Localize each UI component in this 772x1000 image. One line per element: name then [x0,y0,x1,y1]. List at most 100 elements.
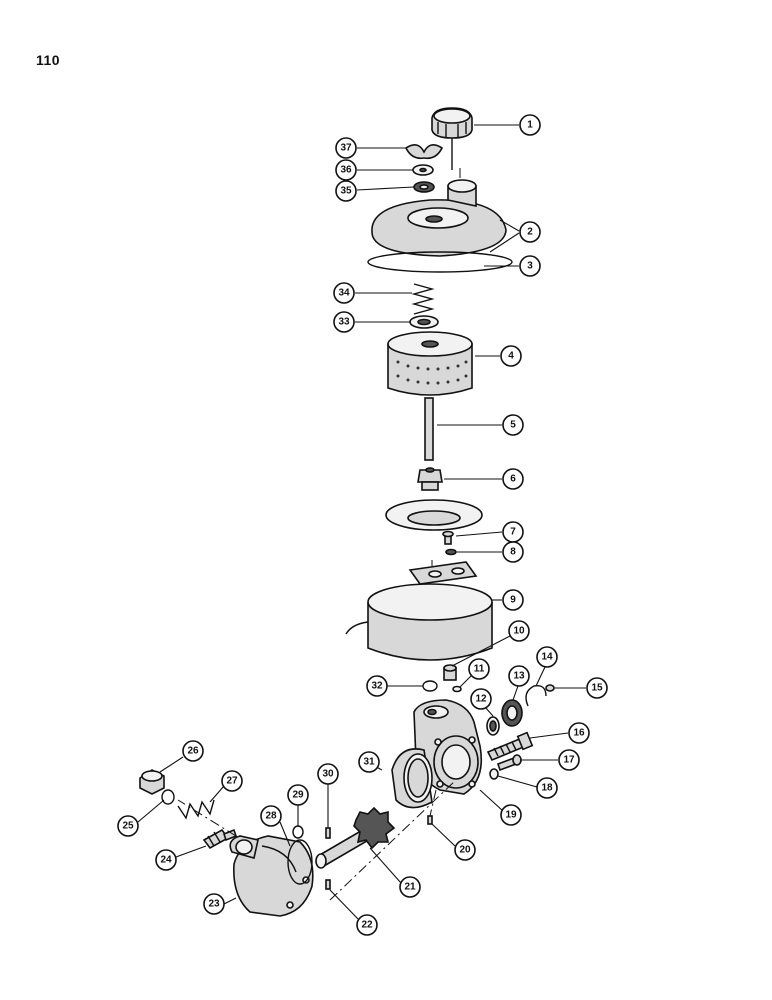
svg-text:17: 17 [563,755,575,766]
callout-20: 20 [454,839,476,861]
svg-text:26: 26 [187,746,199,757]
part-washer-8 [445,548,457,556]
svg-text:3: 3 [527,261,533,272]
part-spring-34 [411,283,435,315]
svg-text:22: 22 [361,920,373,931]
part-nut [417,467,443,491]
callout-17: 17 [558,749,580,771]
svg-text:20: 20 [459,845,471,856]
part-cover-housing [229,835,314,917]
part-screw-7 [442,530,454,545]
svg-text:8: 8 [510,547,516,558]
svg-text:12: 12 [475,694,487,705]
callout-11: 11 [468,658,490,680]
svg-text:6: 6 [510,474,516,485]
svg-text:34: 34 [338,288,350,299]
callout-19: 19 [500,804,522,826]
part-washer-36 [412,164,434,176]
svg-text:36: 36 [340,165,352,176]
callout-2: 2 [519,221,541,243]
callout-28: 28 [260,805,282,827]
svg-text:2: 2 [527,227,533,238]
svg-text:32: 32 [371,681,383,692]
svg-text:15: 15 [591,683,603,694]
part-wing-nut [404,144,444,160]
callout-34: 34 [333,282,355,304]
svg-text:9: 9 [510,595,516,606]
part-snap-ring-14 [525,685,547,707]
svg-text:30: 30 [322,769,334,780]
leader-lines [137,124,586,920]
svg-text:29: 29 [292,790,304,801]
svg-text:28: 28 [265,811,277,822]
part-washer-18 [489,768,499,780]
svg-text:5: 5 [510,420,516,431]
callout-7: 7 [502,521,524,543]
svg-text:35: 35 [340,186,352,197]
part-cover [371,179,507,257]
svg-text:27: 27 [226,776,238,787]
part-spring-27 [177,799,215,820]
svg-text:16: 16 [573,728,585,739]
callout-13: 13 [508,665,530,687]
part-pump-body [413,699,483,795]
part-shaft-gear [315,806,396,869]
part-screw-17 [496,754,522,772]
callout-16: 16 [568,722,590,744]
callout-4: 4 [500,345,522,367]
callout-35: 35 [335,180,357,202]
part-plug-15 [545,684,555,692]
callout-32: 32 [366,675,388,697]
svg-text:19: 19 [505,810,517,821]
callout-31: 31 [358,751,380,773]
callout-1: 1 [519,114,541,136]
part-stud [424,397,434,461]
svg-text:4: 4 [508,351,514,362]
callout-24: 24 [155,849,177,871]
callout-8: 8 [502,541,524,563]
part-seal-11 [452,685,462,693]
part-o-ring-25 [161,789,175,805]
callout-18: 18 [536,777,558,799]
callout-29: 29 [287,784,309,806]
part-baffle-plate [385,499,483,531]
svg-text:23: 23 [208,899,220,910]
part-fitting-10 [443,664,457,681]
callout-14: 14 [536,646,558,668]
part-seal-12 [486,716,500,736]
callout-25: 25 [117,815,139,837]
part-gasket-28 [287,839,313,885]
svg-text:18: 18 [541,783,553,794]
part-gear-ring [391,748,433,809]
part-washer-35 [413,181,435,193]
svg-text:13: 13 [513,671,525,682]
svg-text:31: 31 [363,757,375,768]
callout-33: 33 [333,311,355,333]
part-gasket [367,251,513,273]
part-bearing-13 [501,699,523,727]
part-knob [431,107,473,170]
part-pin-30 [325,827,331,839]
part-bowl [345,561,493,661]
callout-27: 27 [221,770,243,792]
part-washer-33 [409,315,439,329]
callout-23: 23 [203,893,225,915]
callout-36: 36 [335,159,357,181]
svg-text:14: 14 [541,652,553,663]
part-o-ring-29 [292,825,304,839]
svg-text:25: 25 [122,821,134,832]
part-plug-26 [139,769,165,795]
part-pin-20 [427,815,433,825]
page-number: 110 [36,52,61,68]
callout-5: 5 [502,414,524,436]
callout-26: 26 [182,740,204,762]
callout-15: 15 [586,677,608,699]
svg-text:37: 37 [340,143,352,154]
callout-30: 30 [317,763,339,785]
part-pin-22 [325,879,331,890]
assembly-axes [177,168,461,901]
callout-9: 9 [502,589,524,611]
svg-text:11: 11 [474,664,485,675]
callout-10: 10 [508,620,530,642]
